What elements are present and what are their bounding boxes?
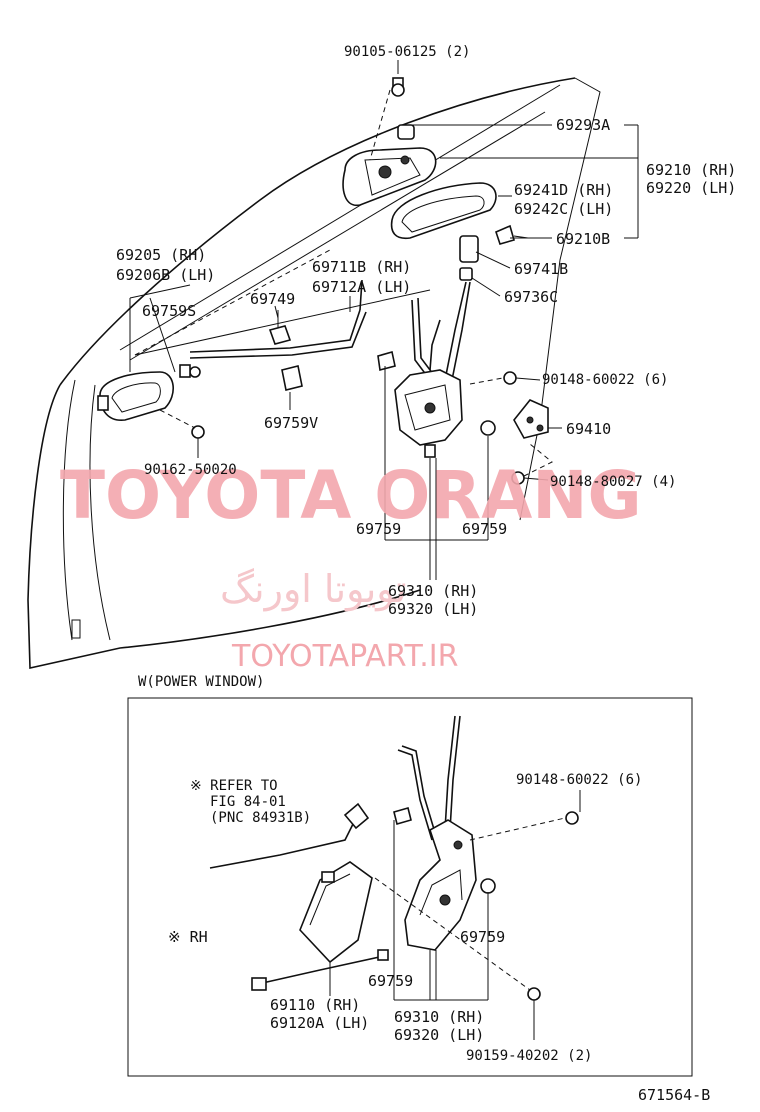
label-69741b: 69741B [514,260,568,278]
label-69736c: 69736C [504,288,558,306]
power-window-title: W(POWER WINDOW) [138,674,264,690]
label-screw-80027: 90148-80027 (4) [550,474,676,490]
door-lock-assembly-69310 [394,297,463,458]
label-69759s: 69759S [142,302,196,320]
bolt-90105-06125 [369,77,405,161]
outside-handle-assembly [342,124,529,245]
label-69220: 69220 (LH) [646,179,736,197]
pw-lock-motor-69110 [251,861,389,991]
clip-69759-left [377,350,396,372]
cable-69711b [189,279,367,359]
screw-90148-60022 [469,371,517,385]
pw-label-69110: 69110 (RH) [270,996,360,1014]
door-panel-outline [27,77,601,669]
label-69759v: 69759V [264,414,318,432]
label-69293a: 69293A [556,116,610,134]
label-69320: 69320 (LH) [388,600,478,618]
pw-cable [209,802,370,869]
label-bolt-top: 90105-06125 (2) [344,44,470,60]
figure-id: 671564-B [638,1086,710,1104]
pw-label-69759-right: 69759 [460,928,505,946]
label-69205: 69205 (RH) [116,246,206,264]
label-69241d: 69241D (RH) [514,181,613,199]
striker-69410 [513,399,549,439]
refer-line2: FIG 84-01 [210,794,286,810]
label-69410: 69410 [566,420,611,438]
label-69749: 69749 [250,290,295,308]
pw-label-screw-40202: 90159-40202 (2) [466,1048,592,1064]
label-screw-60022: 90148-60022 (6) [542,372,668,388]
label-69206b: 69206B (LH) [116,266,215,284]
refer-line3: (PNC 84931B) [210,810,311,826]
pw-screw-60022 [565,790,581,825]
label-69242c: 69242C (LH) [514,200,613,218]
pw-label-69320: 69320 (LH) [394,1026,484,1044]
label-69759-left: 69759 [356,520,401,538]
label-69210b: 69210B [556,230,610,248]
leader-lines-upper [129,60,639,580]
label-69711b: 69711B (RH) [312,258,411,276]
pw-screw-40202 [527,987,541,1040]
watermark-url: TOYOTAPART.IR [231,639,458,674]
watermark-persian: تویوتا اورنگ [220,567,407,612]
inside-handle-69205 [97,364,201,421]
leader-lines-lower [329,820,489,1001]
label-69759-right: 69759 [462,520,507,538]
clip-69749 [268,310,292,345]
watermark-brand: TOYOTA ORANG [60,457,642,534]
pw-label-69759-left: 69759 [368,972,413,990]
rh-note: ※ RH [168,928,208,946]
pw-label-screw-60022: 90148-60022 (6) [516,772,642,788]
refer-line1: ※ REFER TO [190,778,278,794]
label-screw-50020: 90162-50020 [144,462,237,478]
pw-door-lock-assembly [374,715,566,991]
pw-label-69120a: 69120A (LH) [270,1014,369,1032]
label-69210: 69210 (RH) [646,161,736,179]
screw-90162-50020 [159,409,205,439]
clip-69759-right [480,420,496,436]
label-69310: 69310 (RH) [388,582,478,600]
power-window-frame [127,697,693,1077]
clip-69759v [281,365,303,391]
label-69712a: 69712A (LH) [312,278,411,296]
pw-label-69310: 69310 (RH) [394,1008,484,1026]
